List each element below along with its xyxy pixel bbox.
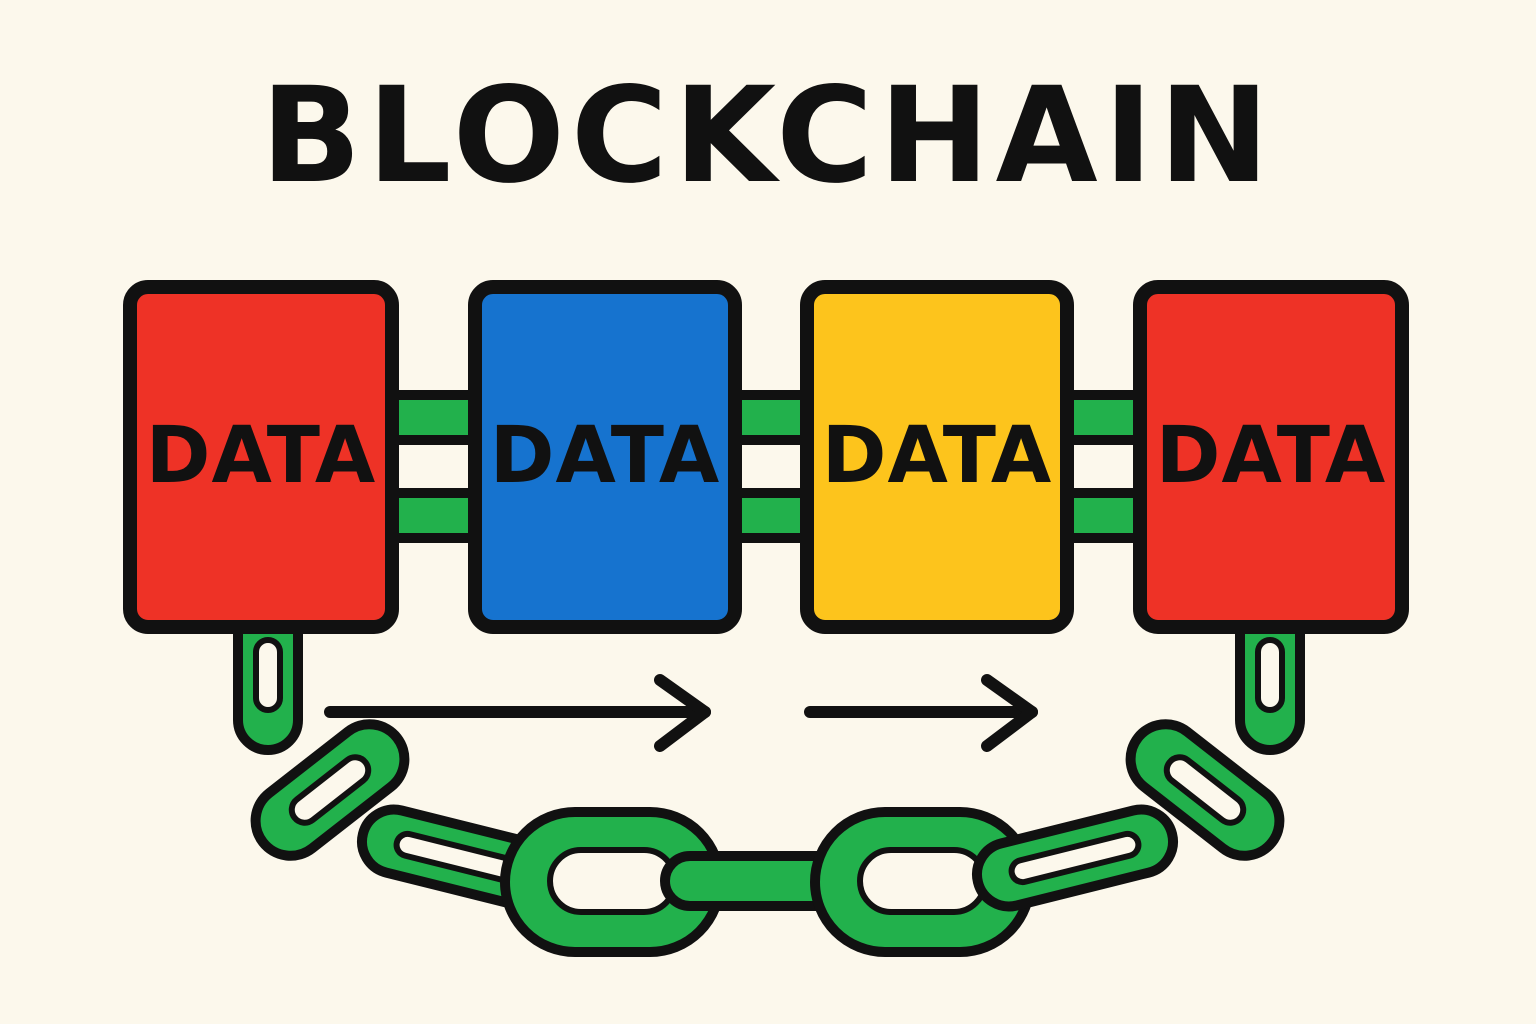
block-1: DATA	[123, 280, 399, 634]
chain-link-icon	[547, 847, 678, 915]
chain-link-icon	[1008, 830, 1142, 886]
block-label: DATA	[1156, 411, 1387, 501]
arrow-right-icon	[804, 674, 1038, 752]
block-2: DATA	[468, 280, 742, 634]
block-3: DATA	[800, 280, 1074, 634]
arrow-right-icon	[324, 674, 711, 752]
block-4: DATA	[1133, 280, 1409, 634]
arrows	[324, 674, 1038, 752]
chain-link-icon	[857, 847, 988, 915]
block-label: DATA	[146, 411, 377, 501]
page-title: BLOCKCHAIN	[260, 59, 1276, 213]
block-label: DATA	[490, 411, 721, 501]
chain-link-icon	[1255, 637, 1285, 713]
chain-link-icon	[253, 637, 283, 713]
chain-link-icon	[288, 754, 372, 826]
chain-link-icon	[1163, 754, 1247, 826]
block-label: DATA	[822, 411, 1053, 501]
bottom-chain	[233, 595, 1305, 957]
